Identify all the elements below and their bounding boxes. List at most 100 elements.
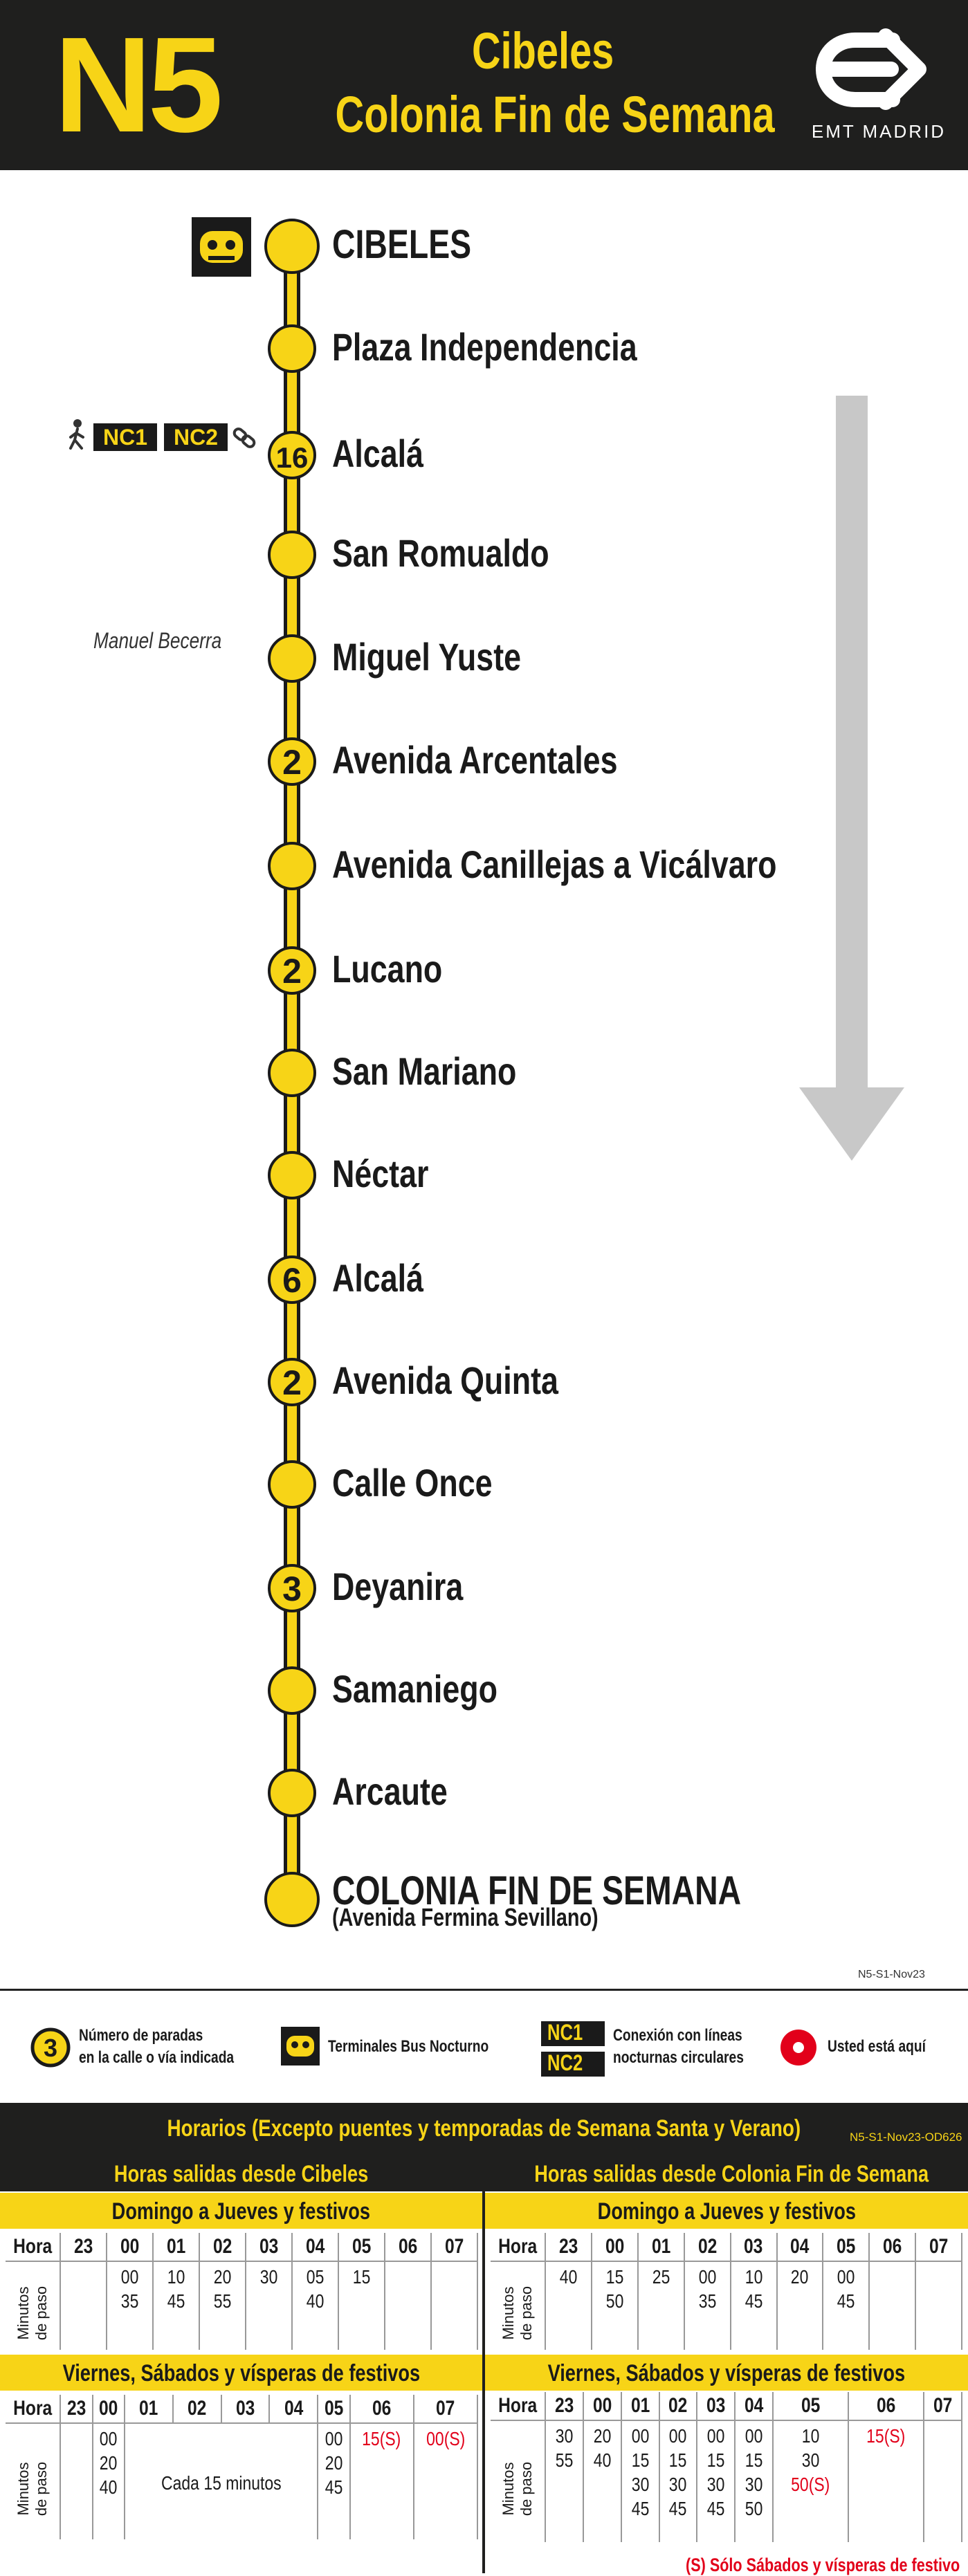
stop-count-label: 3: [282, 1570, 302, 1608]
stop-name: Calle Once: [332, 1461, 493, 1505]
destination-title: Colonia Fin de Semana: [335, 86, 775, 143]
hour-cell: 04: [735, 2392, 774, 2420]
hour-cell: 03: [730, 2233, 778, 2261]
hour-cell: 01: [621, 2392, 660, 2420]
left-header-band: Horas salidas desde Cibeles: [0, 2155, 482, 2191]
hour-cell: 02: [199, 2233, 247, 2261]
minutes-cell: [384, 2261, 432, 2350]
svg-text:NC2: NC2: [174, 425, 218, 450]
left-period1-band: Domingo a Jueves y festivos: [0, 2193, 482, 2229]
minutes-cell: 40: [545, 2261, 593, 2350]
stop-dot: [268, 737, 316, 786]
right-period1-band: Domingo a Jueves y festivos: [485, 2193, 968, 2229]
stop-name: Avenida Quinta: [332, 1359, 558, 1402]
right-header: Horas salidas desde Colonia Fin de Seman…: [534, 2161, 929, 2187]
left-header: Horas salidas desde Cibeles: [113, 2161, 369, 2187]
emt-logo-icon: [816, 28, 926, 110]
line-number: N5: [54, 9, 223, 160]
hour-cell: 01: [124, 2395, 174, 2423]
header-bar: N5 Cibeles Colonia Fin de Semana EMT MAD…: [0, 0, 968, 170]
right-period2: Viernes, Sábados y vísperas de festivos: [547, 2360, 906, 2386]
stop-name: San Romualdo: [332, 531, 549, 575]
stop-name: CIBELES: [332, 222, 472, 267]
hour-cell: 07: [915, 2233, 962, 2261]
legend: 3 Número de paradas en la calle o vía in…: [0, 1989, 968, 2095]
last-stop-sublabel: (Avenida Fermina Sevillano): [332, 1903, 599, 1931]
stop-dot: [268, 1358, 316, 1406]
stop-name: Avenida Arcentales: [332, 738, 618, 782]
stop-dot: [264, 1872, 320, 1927]
minutes-cell: [430, 2261, 479, 2350]
minutes-cell: [869, 2261, 917, 2350]
stop-name: Avenida Canillejas a Vicálvaro: [332, 843, 777, 886]
legend-count-num: 3: [44, 2034, 57, 2062]
schedule-divider: [482, 2155, 485, 2573]
stop-count-legend-icon: [30, 2027, 71, 2068]
connection-place: Manuel Becerra: [93, 628, 222, 653]
link-icon: [232, 427, 256, 448]
stop-dot: [268, 531, 316, 579]
minutes-cell: 15(S): [349, 2422, 414, 2539]
stop-dot: [268, 842, 316, 890]
hour-label: Hora: [6, 2233, 62, 2261]
hour-cell: 00: [107, 2233, 154, 2261]
direction-arrow-head: [799, 1087, 904, 1161]
stop-dot: [268, 1049, 316, 1097]
terminal-legend-icon: [281, 2027, 320, 2066]
stop-dot: [268, 634, 316, 683]
legend-count-text2: en la calle o vía indicada: [79, 2048, 235, 2067]
hour-cell: 06: [869, 2233, 917, 2261]
route-serial: N5-S1-Nov23: [858, 1969, 925, 1980]
hour-cell: 06: [848, 2392, 925, 2420]
svg-text:NC1: NC1: [103, 425, 147, 450]
stop-name: Plaza Independencia: [332, 325, 637, 369]
hour-cell: 07: [924, 2392, 962, 2420]
hour-cell: 02: [172, 2395, 222, 2423]
minutes-cell: [915, 2261, 962, 2350]
stop-dot: [268, 1460, 316, 1509]
schedule-footnote: (S) Sólo Sábados y vísperas de festivo: [685, 2555, 960, 2575]
minutes-cell: [924, 2420, 962, 2542]
stop-count-label: 16: [276, 441, 309, 474]
hour-cell: 23: [545, 2392, 585, 2420]
stop-count-label: 2: [282, 952, 302, 991]
hour-cell: 06: [384, 2233, 432, 2261]
hour-cell: 23: [60, 2395, 93, 2423]
stop-name: Lucano: [332, 947, 443, 991]
stop-name: Miguel Yuste: [332, 635, 522, 679]
legend-conn-text2: nocturnas circulares: [613, 2048, 744, 2067]
left-period1: Domingo a Jueves y festivos: [111, 2198, 371, 2225]
hour-cell: 23: [60, 2233, 108, 2261]
stop-dot: [268, 1255, 316, 1304]
legend-you-are-here: Usted está aquí: [828, 2037, 926, 2056]
minutes-cell: 15(S): [848, 2420, 925, 2542]
hour-cell: 00: [92, 2395, 125, 2423]
hour-cell: 04: [776, 2233, 824, 2261]
operator-name: EMT MADRID: [811, 121, 947, 142]
hour-cell: 03: [697, 2392, 736, 2420]
stop-count-label: 6: [282, 1261, 302, 1300]
hour-cell: 00: [583, 2392, 622, 2420]
minutes-cell: 15: [338, 2261, 385, 2350]
stop-dot: [268, 1666, 316, 1715]
hour-cell: 07: [430, 2233, 479, 2261]
nc1-legend-badge: [541, 2021, 605, 2046]
stop-dot: [268, 324, 316, 373]
hour-cell: 03: [246, 2233, 293, 2261]
